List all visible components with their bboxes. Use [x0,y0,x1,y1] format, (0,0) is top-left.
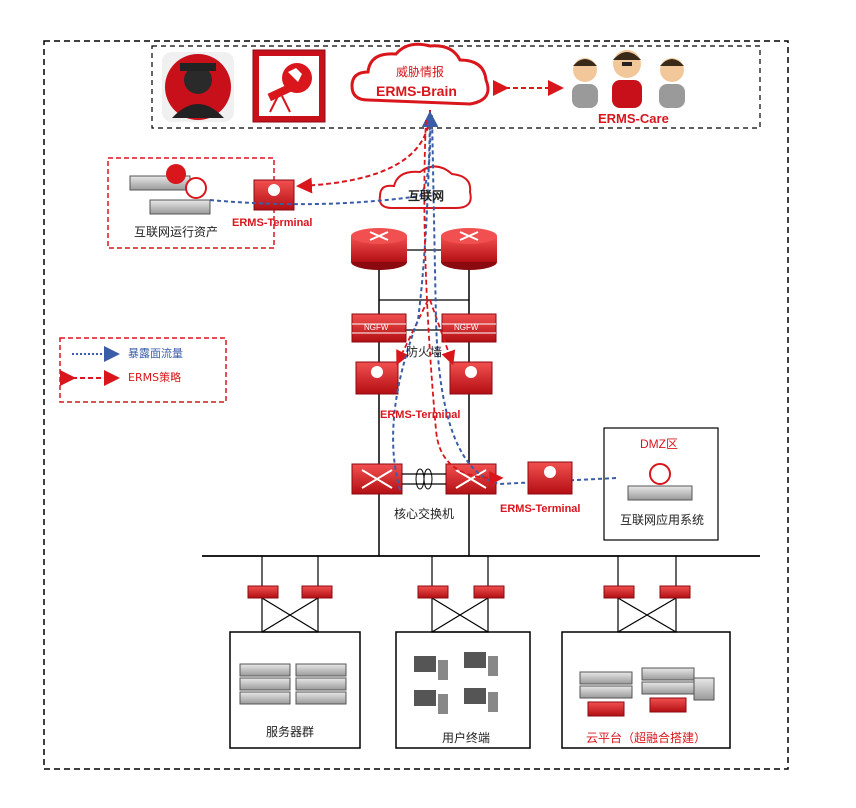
firewall-left-icon [351,313,407,343]
user-terminal-icons [414,652,498,714]
router-left-icon [351,228,407,270]
telescope-globe-icon [252,49,326,123]
users-zone-box [395,631,531,749]
assets-terminal-label: ERMS-Terminal [232,217,313,229]
brain-label: ERMS-Brain [376,83,457,99]
firewall-label: 防火墙 [406,345,443,359]
fw-terminal-left-icon [355,361,399,395]
internet-assets-label: 互联网运行资产 [134,225,219,239]
exposure-flow-core [392,111,438,491]
cloud-zone-box [561,631,731,749]
asset-server-icon [129,164,211,215]
legend-policy-label: ERMS策略 [128,371,182,384]
cloud-zone-label: 云平台（超融合搭建） [586,731,707,745]
policy-fw-right [429,299,456,366]
care-label: ERMS-Care [598,111,669,126]
dmz-label: DMZ区 [640,437,678,451]
internet-label: 互联网 [408,189,445,203]
legend-exposure-label: 暴露面流量 [128,347,183,360]
access-switch-icons [247,585,691,599]
core-switch-label: 核心交换机 [394,507,455,521]
dmz-server-icon [627,463,693,501]
outer-boundary [43,40,789,770]
fw-terminal-label: ERMS-Terminal [380,409,461,421]
dmz-terminal-label: ERMS-Terminal [500,503,581,515]
exposure-flow-dmz [431,114,617,486]
ngfw-right-label: NGFW [454,323,479,332]
policy-flow-core [423,119,504,486]
assets-terminal-icon [253,179,295,211]
care-people-icon [572,50,685,108]
dmz-box [603,427,719,541]
trunk-ring-2 [423,468,433,490]
dmz-terminal-icon [527,461,573,495]
hacker-icon [162,52,234,122]
users-zone-label: 用户终端 [442,731,491,745]
servers-zone-label: 服务器群 [266,725,315,739]
cloud-platform-icons [579,667,715,717]
trunk-ring-1 [415,468,425,490]
fw-terminal-right-icon [449,361,493,395]
core-switch-left-icon [351,463,403,495]
intel-box [151,45,761,129]
policy-flow-to-assets [296,109,431,194]
exposure-flow-assets [209,111,439,206]
server-rack-icons [239,663,347,705]
threat-intel-label: 威胁情报 [396,65,445,79]
internet-app-label: 互联网应用系统 [620,513,705,527]
servers-zone-box [229,631,361,749]
ngfw-left-label: NGFW [364,323,389,332]
brain-cloud-icon [350,42,490,106]
router-right-icon [441,228,497,270]
firewall-right-icon [441,313,497,343]
